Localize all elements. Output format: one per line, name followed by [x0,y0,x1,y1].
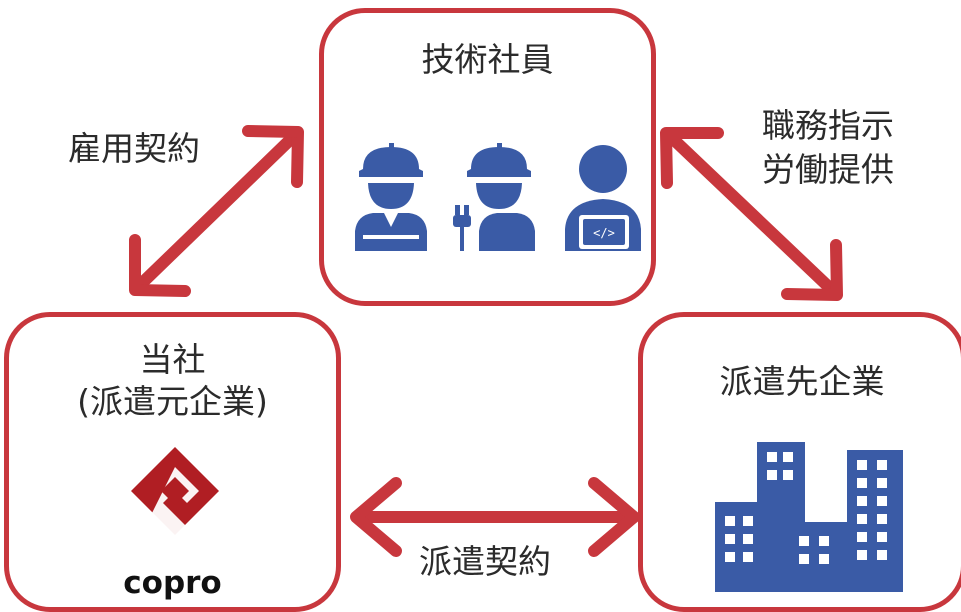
worker-plug-icon [453,143,535,251]
direction-double-arrow [660,127,843,301]
direction-label-line2: 労働提供 [762,150,894,189]
copro-logo-icon [131,447,219,539]
copro-logo-text: copro [123,565,222,601]
employment-double-arrow [129,125,304,297]
dispatch-contract-label: 派遣契約 [419,542,551,581]
employment-contract-label: 雇用契約 [68,129,200,168]
staff-icons-group: </> [355,143,641,251]
tech-staff-node: 技術社員 [319,8,656,306]
direction-label-line1: 職務指示 [762,106,894,145]
svg-text:</>: </> [593,226,615,240]
office-buildings-icon [715,442,903,592]
client-title: 派遣先企業 [719,362,885,401]
dispatch-double-arrow [350,477,640,557]
worker-vest-icon [355,143,427,251]
developer-laptop-icon: </> [565,145,641,251]
company-title-line1: 当社 [139,340,206,379]
company-title-line2: (派遣元企業) [77,382,268,421]
client-node: 派遣先企業 [638,312,961,612]
tech-staff-title: 技術社員 [421,40,554,79]
company-node: 当社 (派遣元企業) copro [4,312,341,612]
